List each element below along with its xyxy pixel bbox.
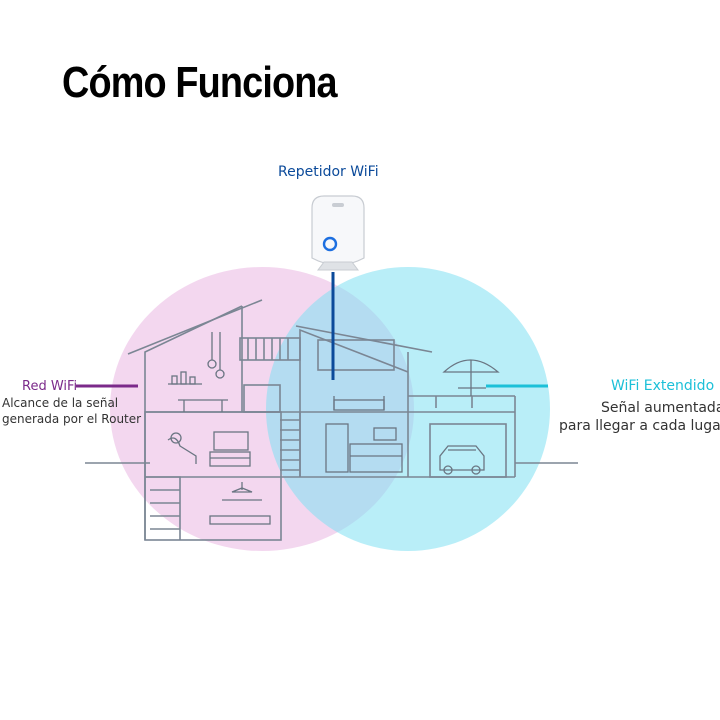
extended-wifi-desc-line2: para llegar a cada lugar (559, 418, 720, 434)
kitchen-icon (325, 423, 403, 473)
red-wifi-desc-line2: generada por el Router (2, 412, 142, 426)
shelf-icon (168, 371, 202, 385)
repeater-label: Repetidor WiFi (278, 164, 379, 180)
car-icon (439, 445, 485, 475)
umbrella-icon (442, 359, 500, 396)
wifi-repeater-device-icon (311, 195, 365, 271)
lounge-chair-icon (167, 432, 197, 464)
extended-wifi-desc-line1: Señal aumentada (601, 400, 720, 416)
house-outline (127, 299, 516, 541)
red-wifi-desc-line1: Alcance de la señal (2, 396, 119, 410)
extended-wifi-label: WiFi Extendido (611, 378, 715, 394)
interior-furniture (167, 332, 500, 525)
red-wifi-label: Red WiFi (22, 379, 78, 394)
sofa-icon (209, 431, 251, 467)
pendant-lamp-icon (207, 332, 225, 379)
bed-icon (333, 396, 385, 411)
desk-icon (178, 399, 228, 412)
page-title: Cómo Funciona (62, 58, 338, 107)
dining-table-icon (209, 482, 271, 525)
